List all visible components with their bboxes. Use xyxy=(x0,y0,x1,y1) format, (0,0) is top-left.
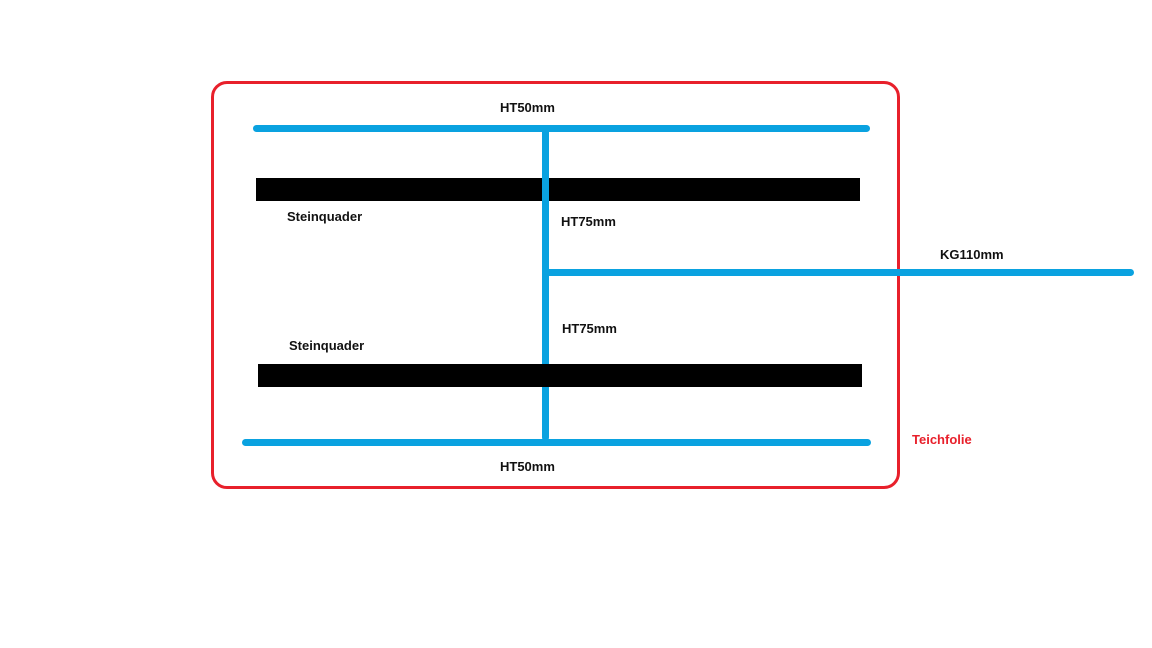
pipe-bottom-ht50 xyxy=(242,439,871,446)
pipe-top-ht50 xyxy=(253,125,870,132)
label-riser-lower: HT75mm xyxy=(562,321,617,336)
pond-liner-outline xyxy=(211,81,900,489)
label-pipe-bottom: HT50mm xyxy=(500,459,555,474)
pipe-outlet-kg110 xyxy=(545,269,1134,276)
label-stone-upper: Steinquader xyxy=(287,209,363,224)
label-riser-upper: HT75mm xyxy=(561,214,616,229)
label-pipe-top: HT50mm xyxy=(500,100,555,115)
pipe-riser-ht75 xyxy=(542,128,549,441)
stone-block-lower xyxy=(258,364,862,387)
label-outlet: KG110mm xyxy=(940,247,1004,262)
label-liner: Teichfolie xyxy=(912,432,972,447)
stone-block-upper xyxy=(256,178,860,201)
label-stone-lower: Steinquader xyxy=(289,338,365,353)
